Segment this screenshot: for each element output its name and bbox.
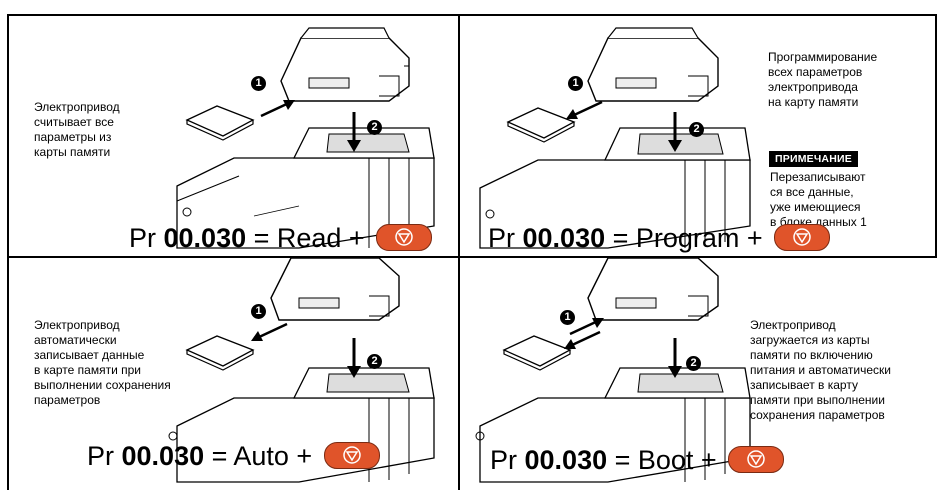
param-value: = Program + [605,223,770,253]
stop-button[interactable] [728,446,784,473]
step-2-badge: 2 [367,354,382,369]
stop-icon [342,445,362,465]
memory-card-icon [508,108,574,142]
step-2-badge: 2 [367,120,382,135]
step-2-badge: 2 [689,122,704,137]
stop-icon [792,227,812,247]
step-1-badge: 1 [560,310,575,325]
keypad-cover-icon [588,28,718,101]
memory-card-icon [187,336,253,370]
keypad-cover-icon [271,258,399,320]
step-1-badge: 1 [251,304,266,319]
quadrant-description: Электропривод загружается из карты памят… [750,318,920,423]
step-2-badge: 2 [686,356,701,371]
note-label: ПРИМЕЧАНИЕ [769,151,858,167]
parameter-formula: Pr 00.030 = Auto + [87,440,380,472]
param-code: 00.030 [525,445,608,475]
param-value: = Auto + [204,441,320,471]
param-value: = Boot + [607,445,724,475]
parameter-formula: Pr 00.030 = Boot + [490,444,784,476]
memory-card-icon [187,106,253,140]
quadrant-read: 1 2 Электропривод считывает все параметр… [9,16,479,256]
quadrant-auto: 1 2 Электропривод автоматически записыва… [9,258,479,498]
keypad-cover-icon [588,258,718,320]
param-value: = Read + [246,223,372,253]
stop-icon [394,227,414,247]
param-code: 00.030 [122,441,205,471]
stop-button[interactable] [376,224,432,251]
quadrant-boot: 1 2 Электропривод загружается из карты п… [460,258,930,498]
stop-icon [746,449,766,469]
param-code: 00.030 [164,223,247,253]
param-prefix: Pr [490,445,525,475]
stop-button[interactable] [324,442,380,469]
param-code: 00.030 [523,223,606,253]
parameter-formula: Pr 00.030 = Program + [488,222,830,254]
step-1-badge: 1 [251,76,266,91]
param-prefix: Pr [87,441,122,471]
quadrant-description: Электропривод считывает все параметры из… [34,100,184,160]
keypad-cover-icon [281,28,409,101]
quadrant-description: Программирование всех параметров электро… [768,50,918,110]
quadrant-description: Электропривод автоматически записывает д… [34,318,194,408]
quadrant-program: 1 2 Программирование всех параметров эле… [460,16,930,256]
stop-button[interactable] [774,224,830,251]
step-1-badge: 1 [568,76,583,91]
parameter-formula: Pr 00.030 = Read + [129,222,432,254]
frame-right-border [935,14,937,258]
param-prefix: Pr [129,223,164,253]
memory-card-icon [504,336,570,370]
note-text: Перезаписывают ся все данные, уже имеющи… [770,170,920,230]
param-prefix: Pr [488,223,523,253]
